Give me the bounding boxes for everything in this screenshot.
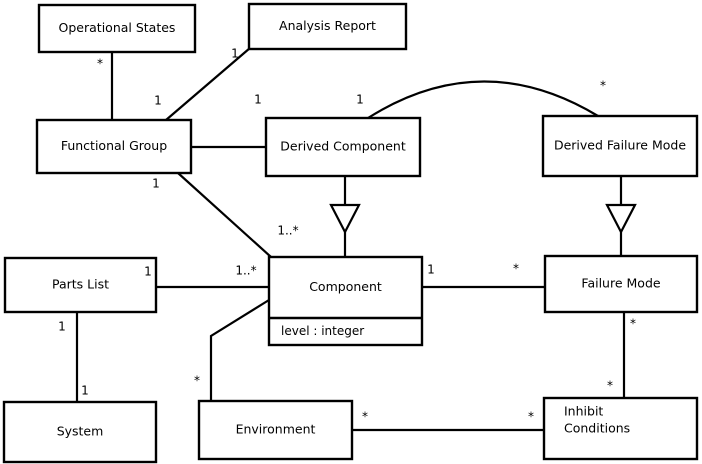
assoc-parts-list-component-multiplicity-0: 1 bbox=[144, 265, 152, 279]
multiplicity-labels-layer: * 1 1 1 1 1..* 1 * 1 1..* 1 1 * 1 * * * * * bbox=[58, 47, 636, 424]
class-attribute-component-0: level : integer bbox=[281, 324, 364, 338]
assoc-functional-group-analysis-report-multiplicity-1: 1 bbox=[231, 47, 239, 61]
assoc-derived-component-derived-failure-mode-path[interactable] bbox=[367, 80, 599, 119]
class-box-system[interactable]: System bbox=[2, 400, 158, 464]
assoc-functional-group-analysis-report-multiplicity-0: 1 bbox=[154, 94, 162, 108]
assoc-operational-states-functional-group-multiplicity-0: * bbox=[97, 57, 103, 71]
class-name-analysis-report: Analysis Report bbox=[279, 18, 376, 33]
class-name-derived-failure-mode: Derived Failure Mode bbox=[554, 138, 686, 153]
class-box-functional-group-frame[interactable] bbox=[35, 118, 193, 175]
class-box-failure-mode-frame[interactable] bbox=[543, 254, 699, 314]
class-box-environment-frame[interactable] bbox=[197, 399, 354, 461]
assoc-derived-component-derived-failure-mode-multiplicity-1: * bbox=[600, 79, 606, 93]
class-box-operational-states-frame[interactable] bbox=[37, 3, 197, 54]
class-name-system: System bbox=[57, 424, 104, 439]
associations-layer bbox=[75, 47, 626, 432]
class-name-component: Component bbox=[309, 279, 382, 294]
class-box-analysis-report-frame[interactable] bbox=[247, 2, 408, 51]
class-box-derived-failure-mode-frame[interactable] bbox=[541, 114, 699, 178]
gen-derived-component-component-arrowhead-icon bbox=[329, 203, 361, 235]
class-name-functional-group: Functional Group bbox=[61, 138, 167, 153]
assoc-component-environment-path[interactable] bbox=[209, 299, 270, 401]
class-box-analysis-report[interactable]: Analysis Report bbox=[247, 2, 408, 51]
assoc-functional-group-component[interactable] bbox=[177, 172, 272, 258]
class-name-operational-states: Operational States bbox=[59, 20, 176, 35]
assoc-failure-mode-inhibit-conditions-multiplicity-0: * bbox=[630, 317, 636, 331]
class-box-derived-component[interactable]: Derived Component bbox=[264, 116, 422, 178]
assoc-environment-inhibit-conditions-multiplicity-1: * bbox=[528, 410, 534, 424]
class-box-inhibit-conditions-frame[interactable] bbox=[542, 396, 699, 461]
class-box-parts-list-frame[interactable] bbox=[3, 256, 158, 314]
class-name-inhibit-conditions-line-0: Inhibit bbox=[564, 404, 603, 419]
assoc-parts-list-system-multiplicity-0: 1 bbox=[58, 320, 66, 334]
gen-derived-failure-mode-failure-mode[interactable] bbox=[605, 176, 637, 256]
class-box-derived-component-frame[interactable] bbox=[264, 116, 422, 178]
assoc-parts-list-component-multiplicity-1: 1..* bbox=[235, 264, 256, 278]
class-name-environment: Environment bbox=[236, 422, 316, 437]
assoc-parts-list-system-multiplicity-1: 1 bbox=[81, 384, 89, 398]
assoc-environment-inhibit-conditions-multiplicity-0: * bbox=[362, 410, 368, 424]
class-name-derived-component: Derived Component bbox=[280, 139, 406, 154]
assoc-functional-group-component-path[interactable] bbox=[177, 172, 272, 258]
assoc-functional-group-analysis-report-path[interactable] bbox=[165, 47, 251, 121]
assoc-component-failure-mode-multiplicity-1: * bbox=[513, 262, 519, 276]
class-box-derived-failure-mode[interactable]: Derived Failure Mode bbox=[541, 114, 699, 178]
assoc-functional-group-component-multiplicity-1: 1..* bbox=[277, 224, 298, 238]
assoc-derived-component-derived-failure-mode[interactable] bbox=[367, 80, 599, 119]
assoc-functional-group-analysis-report[interactable] bbox=[165, 47, 251, 121]
class-name-failure-mode: Failure Mode bbox=[581, 276, 660, 291]
assoc-functional-group-derived-component-multiplicity-0: 1 bbox=[254, 93, 262, 107]
assoc-component-failure-mode-multiplicity-0: 1 bbox=[427, 263, 435, 277]
gen-derived-failure-mode-failure-mode-arrowhead-icon bbox=[605, 203, 637, 235]
class-name-parts-list: Parts List bbox=[52, 277, 109, 292]
assoc-functional-group-component-multiplicity-0: 1 bbox=[152, 177, 160, 191]
class-name-inhibit-conditions-line-1: Conditions bbox=[564, 421, 630, 436]
assoc-derived-component-derived-failure-mode-multiplicity-0: 1 bbox=[356, 93, 364, 107]
generalizations-layer bbox=[329, 176, 637, 257]
assoc-component-environment[interactable] bbox=[209, 299, 270, 401]
assoc-component-environment-multiplicity-0: * bbox=[194, 374, 200, 388]
class-box-operational-states[interactable]: Operational States bbox=[37, 3, 197, 54]
class-box-component-frame[interactable] bbox=[267, 255, 424, 347]
gen-derived-component-component[interactable] bbox=[329, 176, 361, 257]
class-box-parts-list[interactable]: Parts List bbox=[3, 256, 158, 314]
class-box-environment[interactable]: Environment bbox=[197, 399, 354, 461]
class-box-component[interactable]: Component level : integer bbox=[267, 255, 424, 347]
class-box-functional-group[interactable]: Functional Group bbox=[35, 118, 193, 175]
class-box-failure-mode[interactable]: Failure Mode bbox=[543, 254, 699, 314]
assoc-failure-mode-inhibit-conditions-multiplicity-1: * bbox=[607, 379, 613, 393]
class-box-system-frame[interactable] bbox=[2, 400, 158, 464]
